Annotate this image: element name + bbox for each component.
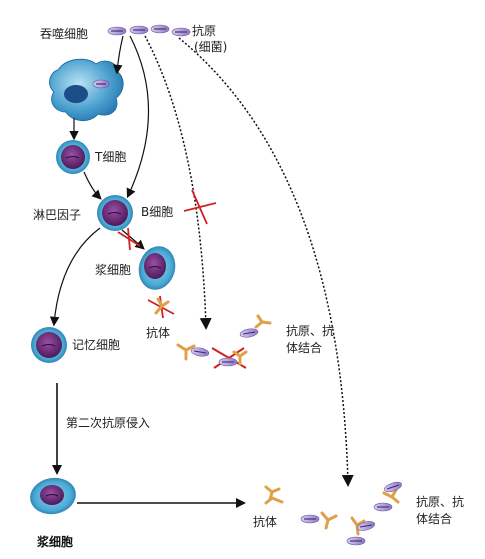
arrows-solid	[49, 35, 246, 508]
antibody-icon	[232, 350, 248, 366]
label-second-invasion: 第二次抗原侵入	[66, 415, 150, 430]
label-plasma-cell-bottom: 浆细胞	[36, 534, 73, 549]
label-memory-cell: 记忆细胞	[72, 338, 120, 352]
phagocyte-icon	[49, 58, 124, 121]
t-cell-icon	[56, 140, 90, 174]
arrows-dotted	[144, 35, 354, 487]
label-complex: 抗原、抗	[286, 323, 334, 338]
arrow-b-cell-to-memory	[49, 227, 101, 327]
label-antibody-bottom: 抗体	[253, 514, 277, 529]
antigen-icon	[346, 536, 366, 546]
arrow-t-cell-to-b-cell	[83, 171, 102, 200]
label-complex-bottom: 抗原、抗	[416, 494, 464, 509]
antigen-icon	[300, 514, 320, 524]
arrow-antigen-to-phagocyte	[112, 35, 124, 75]
antigen-icon	[129, 25, 149, 35]
red-cross-icon	[183, 189, 217, 225]
antigen-icon	[107, 26, 127, 36]
plasma-cell-bottom-icon	[30, 477, 76, 515]
antibody-icon	[350, 516, 366, 536]
antigen-icon	[218, 357, 238, 367]
antigen-icon	[171, 27, 191, 37]
label-complex-sub: 体结合	[286, 340, 322, 355]
antigen-group-top	[107, 24, 191, 37]
red-cross-icon	[117, 227, 141, 251]
label-phagocyte: 吞噬细胞	[40, 26, 88, 41]
antibody-icon	[254, 314, 272, 329]
dotted-arrow-antigen-to-complex-bottom	[178, 37, 354, 487]
b-cell-icon	[97, 195, 133, 231]
antigen-icon	[356, 521, 376, 531]
antigen-icon	[239, 328, 259, 338]
antigen-icon	[384, 481, 402, 493]
label-complex-bottom-sub: 体结合	[416, 511, 452, 526]
antigen-icon	[190, 347, 210, 357]
label-antibody: 抗体	[146, 325, 170, 340]
label-plasma-cell: 浆细胞	[95, 262, 131, 277]
antigen-icon	[373, 502, 393, 512]
label-lymphokine: 淋巴因子	[33, 208, 81, 222]
arrow-antigen-to-b-cell	[126, 35, 150, 199]
antigen-icon	[150, 24, 170, 34]
label-antigen: 抗原	[192, 23, 216, 38]
memory-cell-icon	[31, 327, 67, 363]
arrow-b-cell-to-plasma	[121, 229, 145, 250]
label-b-cell: B细胞	[141, 205, 173, 219]
label-antigen-sub: (细菌)	[194, 40, 227, 54]
antibody-icon	[320, 511, 338, 530]
antibody-icon	[154, 297, 170, 315]
dotted-arrow-antigen-to-complex-middle	[144, 35, 212, 330]
label-t-cell: T细胞	[94, 150, 126, 164]
antibody-icon	[264, 496, 284, 505]
plasma-cell-icon	[138, 246, 176, 290]
antibody-icon	[382, 488, 400, 504]
antibody-icon	[176, 343, 196, 361]
